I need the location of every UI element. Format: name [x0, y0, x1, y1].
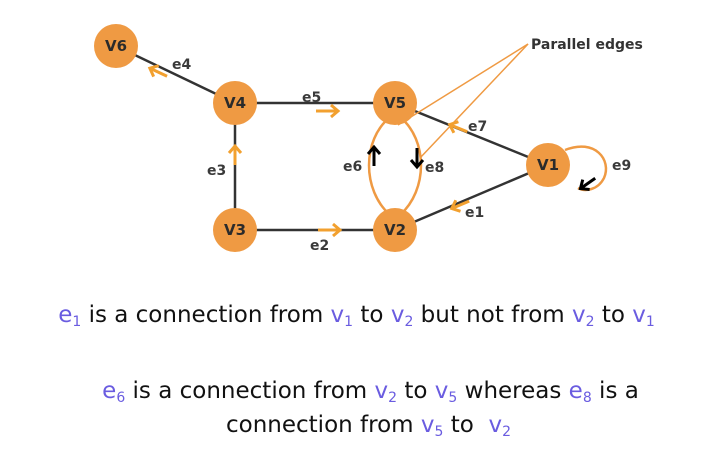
caption1-e1-symbol: e1 — [58, 302, 82, 330]
graph-diagram: V6 V4 V5 V1 V3 V2 e4 e5 e3 e2 e7 e1 e6 — [94, 24, 643, 254]
caption1-text-2: to — [353, 302, 391, 328]
caption2-v2-symbol: v2 — [374, 378, 398, 406]
node-label-v2: V2 — [384, 221, 406, 239]
caption2-text-2: to — [397, 378, 435, 404]
node-label-v3: V3 — [224, 221, 246, 239]
e3-arrow-icon — [227, 143, 243, 165]
e7-arrow-icon — [447, 120, 468, 134]
node-v5: V5 — [373, 81, 417, 125]
caption3-v5-symbol: v5 — [420, 412, 444, 440]
edge-e1 — [394, 163, 549, 232]
caption-line-1: e1 is a connection from v1 to v2 but not… — [0, 300, 719, 330]
caption-line-3: connection from v5 to v2 — [6, 410, 725, 440]
e8-arrow-icon — [409, 148, 425, 170]
e4-arrow-icon — [147, 64, 168, 78]
caption3-text-1: connection from — [226, 412, 421, 438]
node-label-v4: V4 — [224, 94, 246, 112]
caption1-v1b-symbol: v1 — [632, 302, 655, 330]
e2-arrow-icon — [318, 222, 343, 238]
node-v3: V3 — [213, 208, 257, 252]
edge-e7 — [394, 101, 549, 167]
caption1-v2b-symbol: v2 — [572, 302, 595, 330]
caption2-e8-symbol: e8 — [568, 378, 592, 406]
e1-arrow-icon — [449, 199, 470, 213]
edge-label-e8: e8 — [425, 160, 444, 176]
edge-label-e3: e3 — [207, 163, 226, 179]
nodes: V6 V4 V5 V1 V3 V2 — [94, 24, 570, 252]
caption1-text-4: to — [594, 302, 633, 328]
edge-label-e2: e2 — [310, 238, 329, 254]
edge-label-e1: e1 — [465, 205, 484, 221]
edge-labels: e4 e5 e3 e2 e7 e1 e6 e8 e9 Parallel edge… — [172, 37, 643, 254]
caption1-v1-symbol: v1 — [330, 302, 354, 330]
parallel-edges-label: Parallel edges — [531, 37, 643, 53]
node-v4: V4 — [213, 81, 257, 125]
node-label-v1: V1 — [537, 156, 559, 174]
edges — [115, 44, 608, 232]
caption2-v5-symbol: v5 — [434, 378, 458, 406]
caption3-text-2: to — [443, 412, 489, 438]
caption1-v2-symbol: v2 — [390, 302, 414, 330]
edge-e8 — [399, 116, 423, 216]
node-label-v6: V6 — [105, 37, 127, 55]
edge-label-e6: e6 — [343, 159, 362, 175]
caption-line-2: e6 is a connection from v2 to v5 whereas… — [8, 376, 725, 406]
caption2-e6-symbol: e6 — [102, 378, 126, 406]
edge-label-e5: e5 — [302, 90, 321, 106]
node-label-v5: V5 — [384, 94, 406, 112]
edge-label-e9: e9 — [612, 158, 631, 174]
direction-arrows — [147, 64, 597, 238]
caption2-text-4: is a — [591, 378, 639, 404]
caption3-v2-symbol: v2 — [488, 412, 511, 440]
e6-arrow-icon — [366, 144, 382, 166]
caption2-text-1: is a connection from — [125, 378, 375, 404]
edge-label-e4: e4 — [172, 57, 191, 73]
e9-arrow-icon — [578, 177, 597, 191]
caption1-text-3: but not from — [413, 302, 572, 328]
caption1-text-1: is a connection from — [81, 302, 331, 328]
node-v1: V1 — [526, 143, 570, 187]
node-v2: V2 — [373, 208, 417, 252]
node-v6: V6 — [94, 24, 138, 68]
edge-e6 — [367, 116, 391, 216]
parallel-edges-callout-lines — [397, 43, 529, 159]
e5-arrow-icon — [316, 103, 341, 119]
edge-label-e7: e7 — [468, 119, 487, 135]
caption2-text-3: whereas — [457, 378, 569, 404]
